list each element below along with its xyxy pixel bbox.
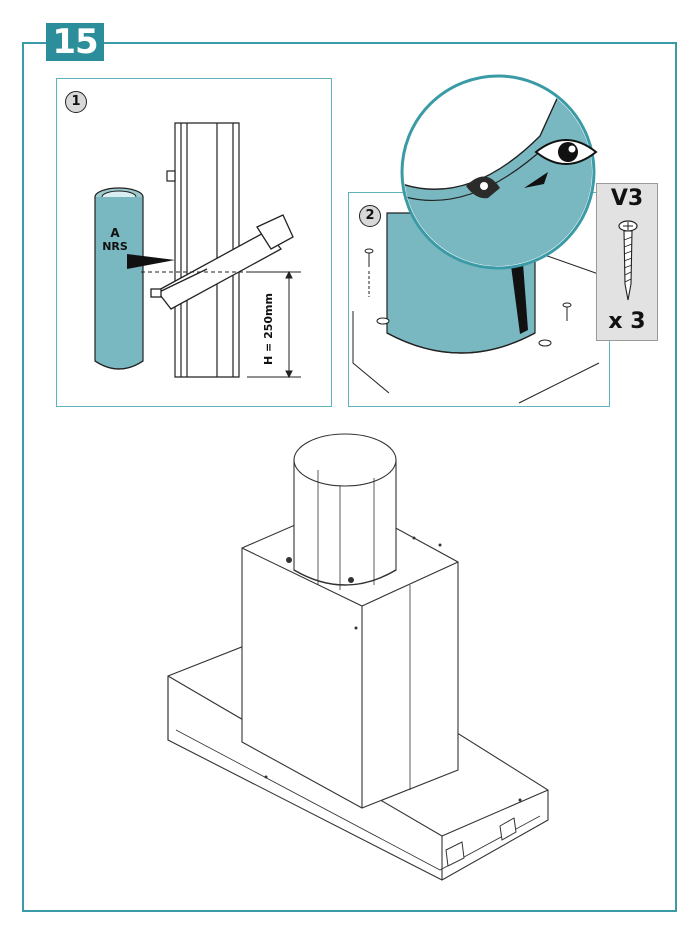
duct-a-cylinder bbox=[94, 187, 144, 370]
screw-icon bbox=[618, 220, 638, 301]
hacksaw bbox=[150, 214, 294, 310]
panel-cut-duct: 1 bbox=[56, 78, 332, 407]
cut-duct-illustration: A NRS H = 250mm bbox=[94, 122, 301, 379]
screw-right bbox=[538, 302, 572, 347]
part-letter: A bbox=[110, 226, 120, 240]
screw-left bbox=[364, 248, 390, 325]
screw-code: V3 bbox=[610, 186, 644, 211]
step-circle-2: 2 bbox=[359, 205, 381, 227]
step-number-badge: 15 bbox=[46, 23, 104, 61]
screw-v3-card: V3 x 3 bbox=[596, 183, 658, 341]
screw-quantity: x 3 bbox=[608, 309, 646, 334]
height-label: H = 250mm bbox=[262, 293, 275, 365]
wall-profile bbox=[166, 122, 240, 378]
step-circle-1: 1 bbox=[65, 91, 87, 113]
page-frame bbox=[22, 42, 677, 912]
part-code: NRS bbox=[102, 240, 128, 253]
height-dimension bbox=[247, 270, 301, 379]
pointer-arrow bbox=[127, 254, 175, 269]
